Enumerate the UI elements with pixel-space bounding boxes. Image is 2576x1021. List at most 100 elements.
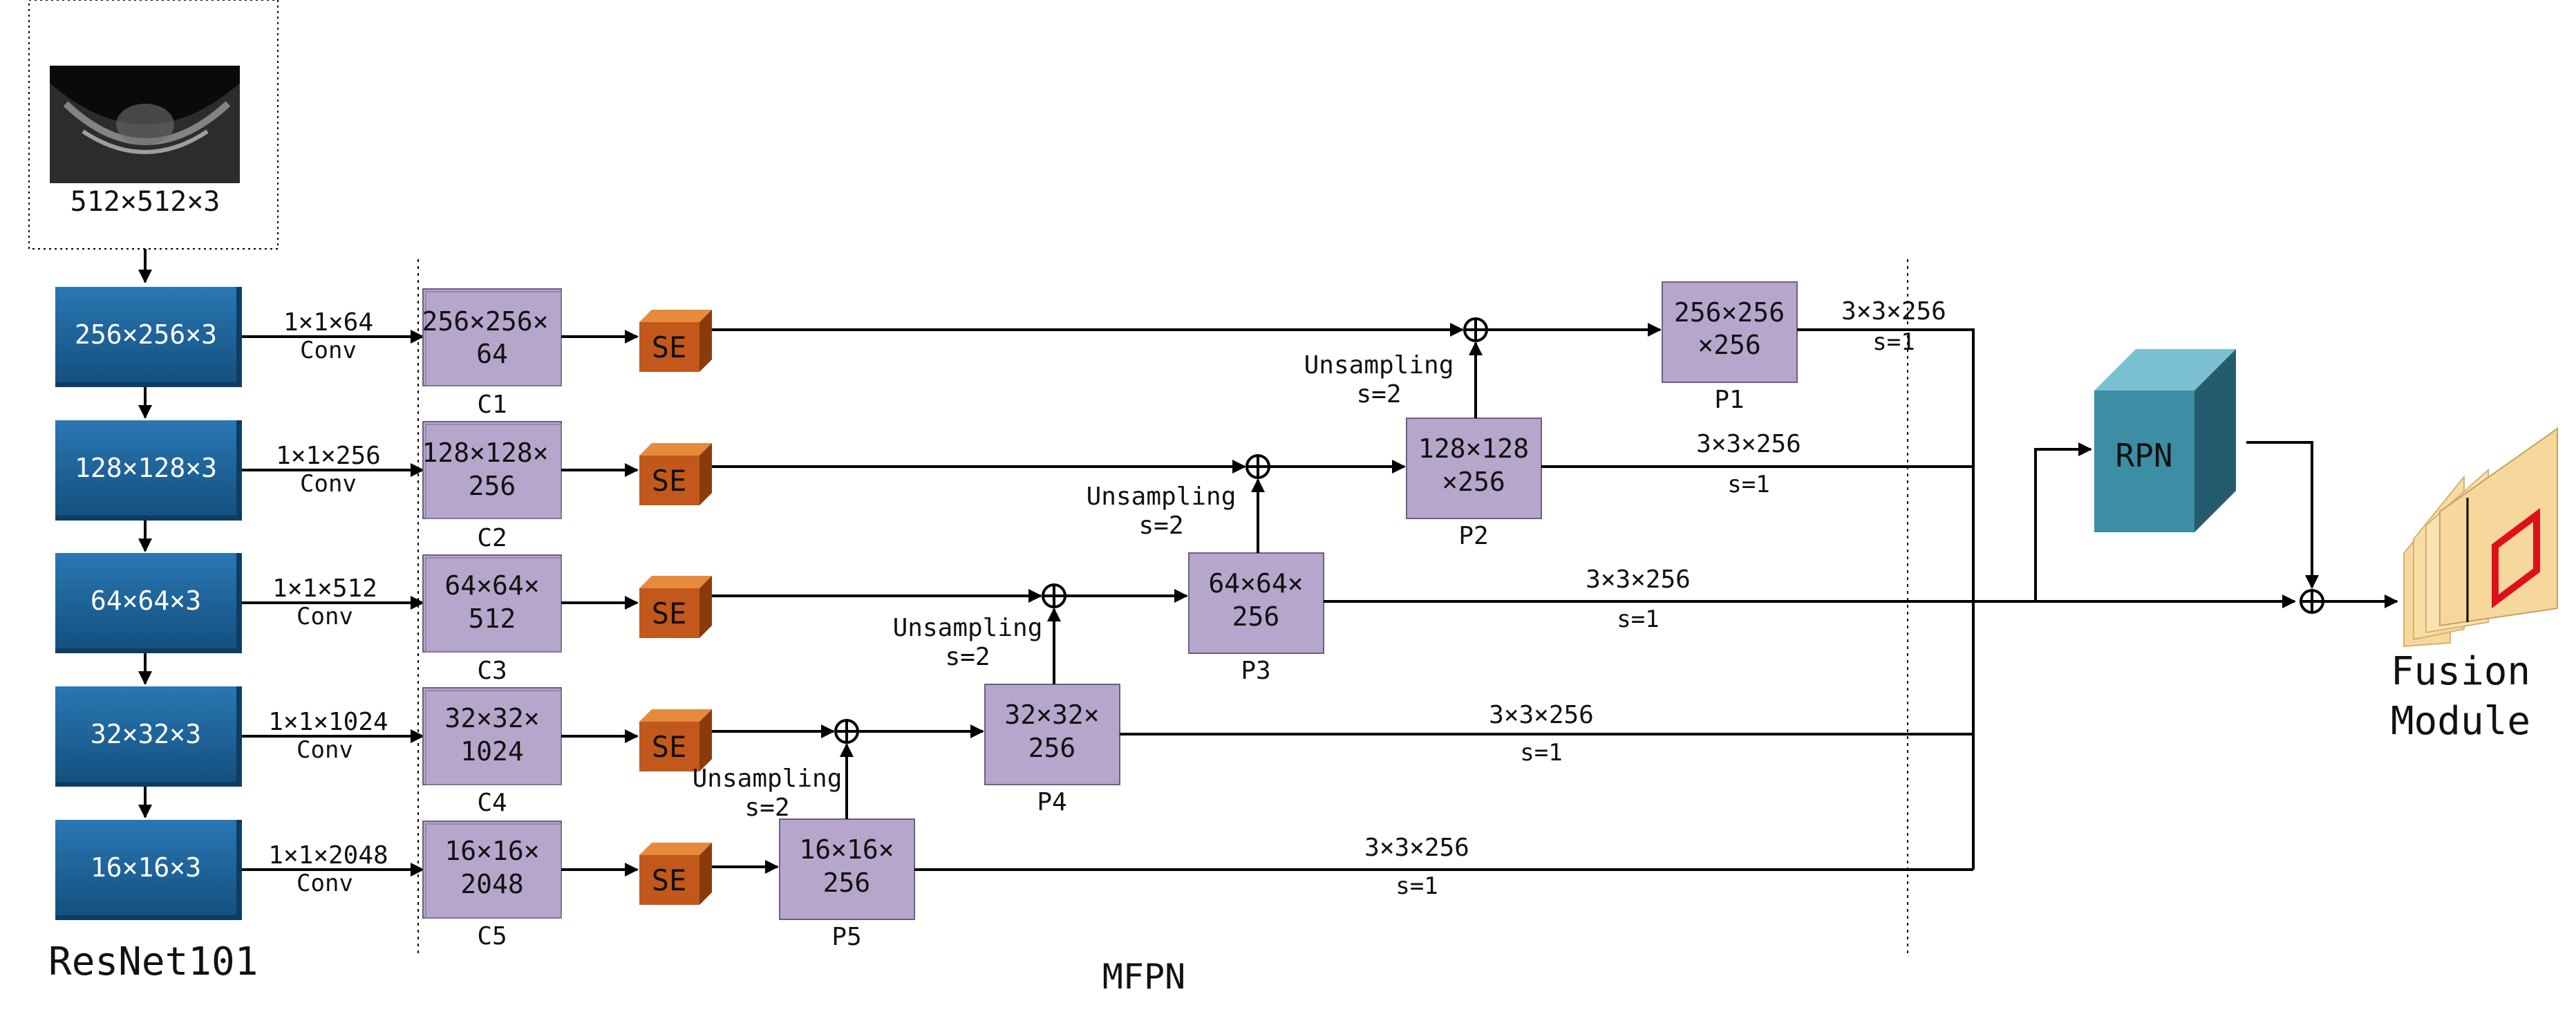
- conv-param: 1×1×64: [283, 308, 373, 337]
- p-box: 128×128 ×256 P2: [1406, 418, 1542, 550]
- p-label: P1: [1714, 386, 1744, 414]
- conv-param: 1×1×2048: [268, 841, 388, 870]
- svg-text:SE: SE: [652, 730, 687, 764]
- svg-text:256: 256: [1232, 601, 1280, 632]
- svg-text:64: 64: [476, 339, 508, 369]
- se-block: SE: [639, 843, 712, 905]
- c-layers: 256×256× 64 C1 128×128× 256 C2 64×64× 51…: [422, 288, 562, 950]
- backbone-block: 32×32×3: [55, 686, 242, 787]
- svg-text:512: 512: [469, 603, 516, 634]
- svg-text:2048: 2048: [460, 869, 524, 899]
- sum-node-icon: [834, 719, 859, 744]
- svg-text:128×128×3: 128×128×3: [75, 453, 217, 483]
- svg-text:16×16×3: 16×16×3: [91, 852, 201, 883]
- c-label: C1: [477, 391, 507, 419]
- conv-connections: 1×1×64 Conv 1×1×256 Conv 1×1×512 Conv 1×…: [242, 308, 424, 897]
- c-box: 64×64× 512 C3: [422, 554, 562, 685]
- rpn-branch: RPN: [1973, 349, 2319, 608]
- sum-nodes: [834, 317, 1488, 744]
- svg-text:SE: SE: [652, 597, 687, 630]
- svg-text:32×32×: 32×32×: [444, 703, 539, 733]
- output-conv-stride: s=1: [1617, 606, 1659, 633]
- p-label: P4: [1037, 788, 1066, 816]
- output-lines: 3×3×256 s=1 3×3×256 s=1 3×3×256 s=1 3×3×…: [914, 297, 1975, 900]
- upsampling-label: Unsampling: [693, 765, 843, 793]
- rpn-label: RPN: [2115, 437, 2172, 474]
- sum-node-icon: [1463, 317, 1488, 342]
- p-box: 64×64× 256 P3: [1188, 552, 1324, 685]
- conv-label: Conv: [300, 470, 357, 498]
- conv-label: Conv: [297, 870, 353, 897]
- backbone-block: 256×256×3: [55, 287, 242, 387]
- c-box: 256×256× 64 C1: [422, 288, 562, 419]
- output-conv-label: 3×3×256: [1364, 834, 1469, 862]
- svg-text:32×32×3: 32×32×3: [91, 719, 201, 749]
- sum-node-icon: [1245, 454, 1270, 479]
- output-conv-label: 3×3×256: [1586, 565, 1691, 594]
- se-block: SE: [639, 443, 712, 505]
- input-image: 512×512×3: [28, 0, 279, 250]
- fusion-sum-icon: [2300, 589, 2324, 614]
- conv-param: 1×1×1024: [268, 708, 388, 736]
- output-conv-stride: s=1: [1727, 471, 1769, 498]
- svg-text:256×256: 256×256: [1674, 297, 1785, 328]
- se-block: SE: [639, 709, 712, 771]
- upsampling-stride: s=2: [1356, 380, 1401, 409]
- output-conv-stride: s=1: [1520, 739, 1562, 767]
- svg-text:256: 256: [469, 471, 516, 501]
- svg-text:256×256×: 256×256×: [422, 306, 548, 337]
- c-box: 32×32× 1024 C4: [422, 687, 562, 817]
- c-to-se-arrows: [561, 330, 639, 877]
- upsampling-stride: s=2: [1138, 512, 1183, 540]
- svg-text:256: 256: [823, 868, 871, 898]
- svg-text:SE: SE: [652, 863, 687, 897]
- svg-text:×256: ×256: [1698, 330, 1761, 360]
- output-conv-label: 3×3×256: [1841, 297, 1946, 326]
- svg-text:16×16×: 16×16×: [799, 834, 894, 865]
- upsampling-label: Unsampling: [893, 614, 1043, 642]
- conv-label: Conv: [297, 603, 353, 630]
- c-label: C4: [477, 789, 507, 817]
- fpn-connections: [712, 323, 1662, 874]
- c-box: 128×128× 256 C2: [422, 421, 562, 552]
- svg-text:128×128×: 128×128×: [422, 438, 548, 468]
- sum-node-icon: [1042, 583, 1066, 608]
- p-box: 32×32× 256 P4: [984, 684, 1120, 816]
- svg-text:1024: 1024: [460, 736, 524, 767]
- upsampling-labels: Unsampling s=2 Unsampling s=2 Unsampling…: [693, 351, 1454, 822]
- upsampling-stride: s=2: [945, 643, 990, 671]
- fusion-module: Fusion Module: [2391, 427, 2558, 744]
- output-conv-stride: s=1: [1872, 328, 1915, 356]
- conv-param: 1×1×256: [276, 442, 381, 470]
- conv-param: 1×1×512: [272, 574, 377, 603]
- upsampling-label: Unsampling: [1087, 483, 1237, 511]
- upsampling-label: Unsampling: [1304, 351, 1454, 380]
- conv-label: Conv: [297, 736, 353, 764]
- c-label: C5: [477, 922, 507, 950]
- svg-text:32×32×: 32×32×: [1004, 700, 1099, 730]
- svg-text:SE: SE: [652, 330, 687, 364]
- fusion-label-line1: Fusion: [2391, 649, 2530, 694]
- p-label: P5: [831, 923, 861, 951]
- c-label: C2: [477, 524, 507, 552]
- se-block: SE: [639, 310, 712, 372]
- svg-text:128×128: 128×128: [1418, 433, 1529, 464]
- fusion-label-line2: Module: [2391, 699, 2530, 744]
- svg-text:SE: SE: [652, 464, 687, 498]
- c-box: 16×16× 2048 C5: [422, 821, 562, 950]
- p-label: P2: [1458, 522, 1488, 550]
- upsampling-stride: s=2: [744, 794, 789, 822]
- svg-text:256×256×3: 256×256×3: [75, 319, 217, 350]
- rpn-block: RPN: [2094, 349, 2236, 532]
- svg-text:256: 256: [1028, 733, 1076, 763]
- svg-text:×256: ×256: [1442, 467, 1505, 497]
- output-conv-stride: s=1: [1395, 872, 1438, 900]
- svg-text:64×64×: 64×64×: [1208, 568, 1303, 599]
- output-conv-label: 3×3×256: [1489, 701, 1594, 729]
- p-box: 16×16× 256 P5: [779, 818, 915, 951]
- output-conv-label: 3×3×256: [1696, 430, 1801, 458]
- backbone-block: 64×64×3: [55, 553, 242, 653]
- se-block: SE: [639, 576, 712, 638]
- backbone-block: 16×16×3: [55, 820, 242, 920]
